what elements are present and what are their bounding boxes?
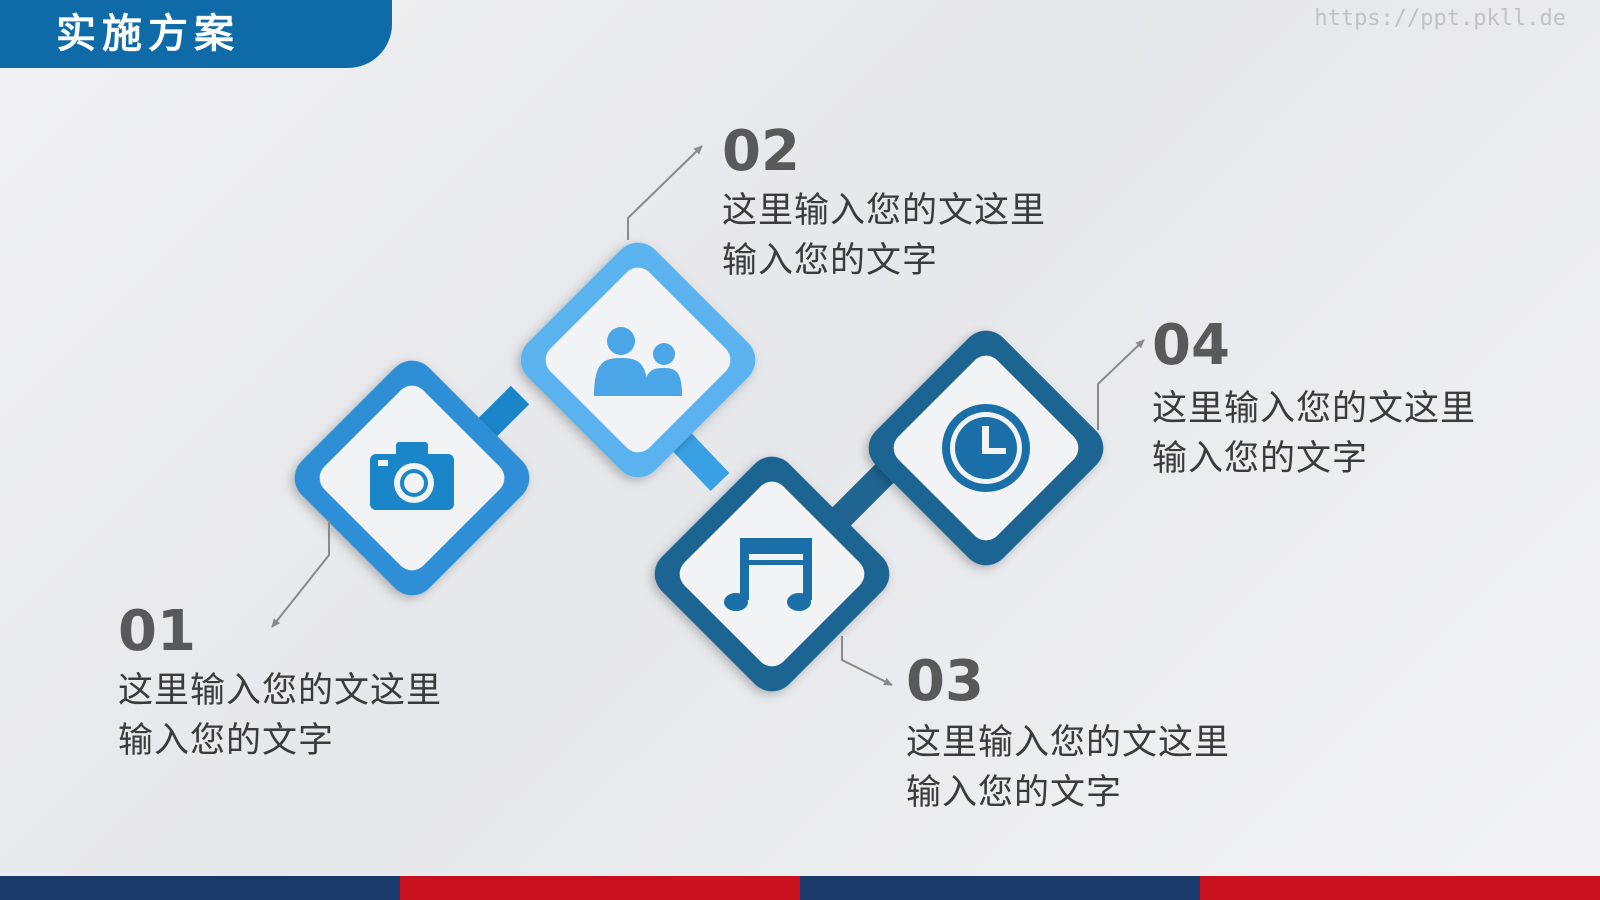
connector-1-2 [475,385,530,440]
step-text-01-line2: 输入您的文字 [118,721,335,761]
footer-bar-red-1 [400,876,800,900]
page-title: 实施方案 [56,11,240,57]
footer-bar-navy-1 [0,876,400,900]
step-text-02: 这里输入您的文这里 输入您的文字 [722,186,1092,286]
step-text-02-line2: 输入您的文字 [722,241,939,281]
header-tab: 实施方案 [0,0,392,68]
step-text-04-line1: 这里输入您的文这里 [1152,389,1477,429]
step-number-03: 03 [906,649,984,714]
pointer-line-04 [1097,339,1145,430]
step-number-01: 01 [118,599,196,664]
step-text-04: 这里输入您的文这里 输入您的文字 [1152,384,1522,484]
pointer-line-03 [841,636,893,686]
connector-3-4 [828,460,898,530]
music-note-icon [724,538,812,611]
step-number-02: 02 [722,119,800,184]
diamond-step-01 [294,360,530,596]
diamond-step-04 [868,330,1104,566]
people-icon [594,327,682,396]
connector-2-3 [670,431,730,491]
watermark-text: https://ppt.pkll.de [1314,6,1566,31]
clock-icon [942,404,1030,492]
step-number-04: 04 [1152,313,1230,378]
step-text-01-line1: 这里输入您的文这里 [118,671,443,711]
step-text-03-line2: 输入您的文字 [906,773,1123,813]
camera-icon [370,442,454,510]
diamond-step-03 [654,456,890,692]
step-text-03-line1: 这里输入您的文这里 [906,723,1231,763]
pointer-line-02 [627,145,703,240]
step-text-01: 这里输入您的文这里 输入您的文字 [118,666,488,766]
step-text-04-line2: 输入您的文字 [1152,439,1369,479]
pointer-line-01 [271,520,330,628]
footer-bar-navy-2 [800,876,1200,900]
diamond-step-02 [520,242,756,478]
step-text-02-line1: 这里输入您的文这里 [722,191,1047,231]
step-text-03: 这里输入您的文这里 输入您的文字 [906,718,1276,818]
footer-bar-red-2 [1200,876,1600,900]
